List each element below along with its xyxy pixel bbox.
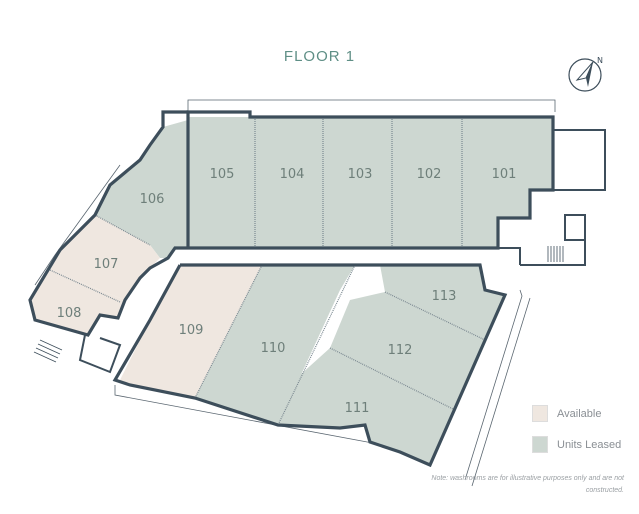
lower-block — [120, 265, 505, 465]
north-label: N — [597, 56, 603, 65]
unit-labels: 101 102 103 104 105 106 107 108 109 110 … — [57, 167, 517, 416]
leased-swatch — [532, 436, 548, 453]
unit-110[interactable] — [195, 265, 355, 425]
label-101: 101 — [492, 167, 517, 182]
unit-108[interactable] — [30, 270, 125, 335]
north-arrow-icon: N — [568, 56, 603, 92]
upper-block — [30, 117, 553, 335]
label-111: 111 — [345, 401, 370, 416]
unit-106[interactable] — [95, 120, 188, 258]
label-112: 112 — [388, 343, 413, 358]
unit-102[interactable] — [392, 117, 462, 248]
legend: Available Units Leased — [532, 405, 621, 467]
walls — [28, 110, 606, 468]
label-109: 109 — [179, 323, 204, 338]
label-104: 104 — [280, 167, 305, 182]
floor-title: FLOOR 1 — [283, 48, 356, 65]
demising-walls — [49, 117, 486, 426]
label-108: 108 — [57, 306, 82, 321]
label-105: 105 — [210, 167, 235, 182]
washroom-note: Note: washrooms are for illustrative pur… — [431, 475, 624, 494]
label-113: 113 — [432, 289, 457, 304]
available-swatch — [532, 405, 548, 422]
legend-leased-label: Units Leased — [557, 438, 622, 451]
unit-111[interactable] — [278, 348, 455, 465]
unit-107[interactable] — [50, 215, 160, 300]
unit-112[interactable] — [330, 292, 485, 410]
label-107: 107 — [94, 257, 119, 272]
unit-103[interactable] — [323, 117, 392, 248]
unit-104[interactable] — [255, 117, 323, 248]
label-110: 110 — [261, 341, 286, 356]
legend-available-label: Available — [557, 407, 602, 420]
label-102: 102 — [417, 167, 442, 182]
legend-leased: Units Leased — [532, 436, 621, 453]
stairs-icon — [33, 246, 564, 363]
legend-available: Available — [532, 405, 621, 422]
unit-109[interactable] — [120, 265, 262, 398]
label-103: 103 — [348, 167, 373, 182]
label-106: 106 — [140, 192, 165, 207]
unit-101[interactable] — [462, 117, 553, 248]
unit-113[interactable] — [380, 265, 505, 340]
unit-105[interactable] — [188, 117, 255, 248]
